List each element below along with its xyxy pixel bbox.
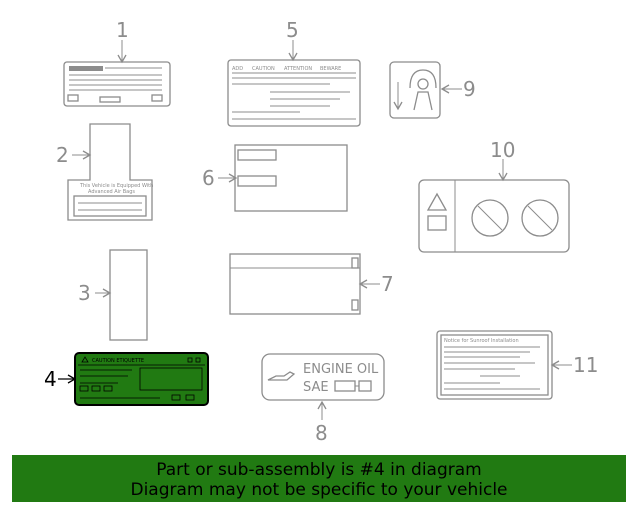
oil-can-icon: [267, 371, 296, 381]
callout-8: 8: [315, 421, 328, 445]
label5-caution: CAUTION: [252, 66, 275, 72]
callout-11: 11: [573, 353, 598, 377]
callout-3: 3: [78, 281, 91, 305]
label11-header: Notice for Sunroof Installation: [444, 338, 519, 344]
label2-line1: This Vehicle is Equipped With: [79, 183, 153, 189]
callout-9: 9: [463, 77, 476, 101]
label-part-7[interactable]: [229, 253, 361, 315]
label5-add: ADD: [232, 66, 243, 72]
banner-line-1: Part or sub-assembly is #4 in diagram: [156, 460, 482, 480]
label5-attention: ATTENTION: [284, 66, 312, 72]
callout-7: 7: [381, 272, 394, 296]
label8-line2: SAE: [303, 380, 329, 395]
label8-line1: ENGINE OIL: [303, 362, 379, 377]
label-part-2[interactable]: This Vehicle is Equipped With Advanced A…: [67, 123, 153, 221]
label-part-5[interactable]: ADD CAUTION ATTENTION BEWARE: [227, 59, 361, 127]
label-part-9[interactable]: [389, 61, 441, 119]
label-part-8[interactable]: ENGINE OIL SAE: [261, 353, 385, 401]
label-part-3[interactable]: [109, 249, 148, 341]
label4-header: CAUTION ETIQUETTE: [92, 358, 144, 364]
label2-line2: Advanced Air Bags: [88, 189, 135, 195]
callout-6: 6: [202, 166, 215, 190]
label-part-6[interactable]: [234, 144, 348, 212]
callout-5: 5: [286, 18, 299, 42]
parts-diagram: 1 ADD CAUTION ATTENTION BEWARE 5 9 This …: [44, 18, 598, 445]
label-part-10[interactable]: [418, 179, 570, 253]
callout-10: 10: [490, 138, 515, 162]
callout-4: 4: [44, 367, 57, 391]
callout-2: 2: [56, 143, 69, 167]
label-part-11[interactable]: Notice for Sunroof Installation: [436, 330, 553, 400]
info-banner: Part or sub-assembly is #4 in diagram Di…: [12, 455, 626, 502]
label-part-4-highlighted[interactable]: CAUTION ETIQUETTE: [74, 352, 209, 406]
callout-1: 1: [116, 18, 129, 42]
label5-beware: BEWARE: [320, 66, 341, 72]
banner-line-2: Diagram may not be specific to your vehi…: [130, 480, 508, 500]
label-part-1[interactable]: [63, 61, 171, 107]
